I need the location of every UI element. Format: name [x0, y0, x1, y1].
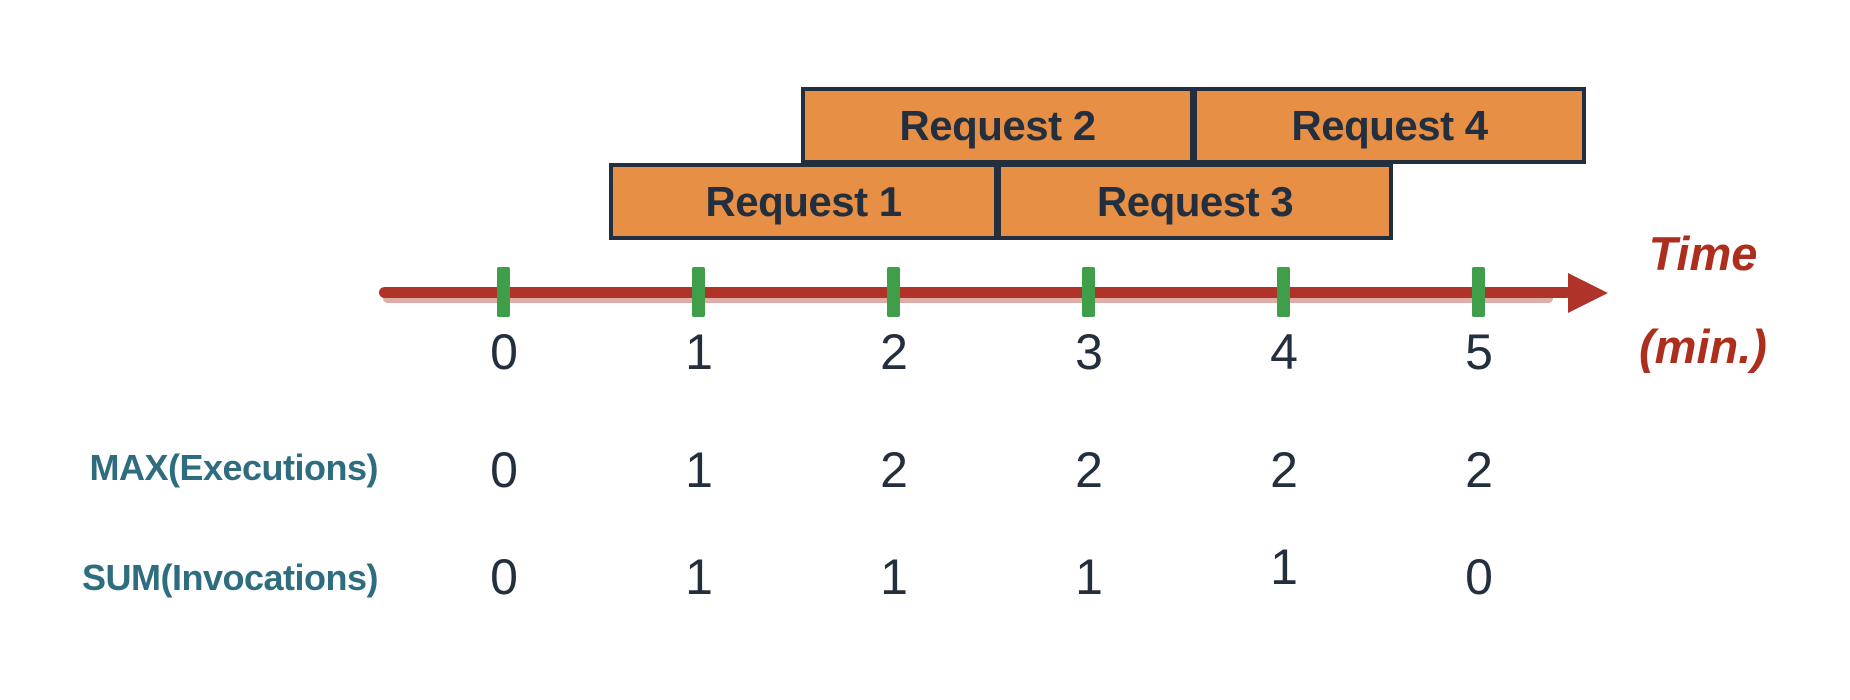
tick-mark-2 [887, 267, 900, 317]
sum-invocations-value-4: 1 [1270, 539, 1298, 595]
tick-label-0: 0 [490, 324, 518, 380]
max-executions-value-1: 1 [685, 442, 713, 498]
time-axis-underlay [383, 294, 1553, 303]
sum-invocations-value-5: 0 [1465, 549, 1493, 605]
request-2-bar: Request 2 [801, 87, 1194, 164]
tick-label-4: 4 [1270, 324, 1298, 380]
max-executions-value-5: 2 [1465, 442, 1493, 498]
request-4-label: Request 4 [1291, 101, 1488, 149]
tick-mark-3 [1082, 267, 1095, 317]
request-3-bar: Request 3 [997, 163, 1393, 240]
max-executions-value-2: 2 [880, 442, 908, 498]
time-axis-title: Time [1648, 227, 1758, 280]
max-executions-value-4: 2 [1270, 442, 1298, 498]
time-axis-unit: (min.) [1639, 320, 1767, 373]
request-4-bar: Request 4 [1193, 87, 1586, 164]
request-2-label: Request 2 [899, 101, 1096, 149]
max-executions-value-0: 0 [490, 442, 518, 498]
time-axis-line [379, 287, 1572, 298]
tick-label-3: 3 [1075, 324, 1103, 380]
tick-label-1: 1 [685, 324, 713, 380]
max-executions-value-3: 2 [1075, 442, 1103, 498]
sum-invocations-value-3: 1 [1075, 549, 1103, 605]
tick-mark-1 [692, 267, 705, 317]
time-axis-arrowhead-icon [1568, 273, 1608, 313]
request-1-bar: Request 1 [609, 163, 998, 240]
sum-invocations-value-0: 0 [490, 549, 518, 605]
sum-invocations-value-2: 1 [880, 549, 908, 605]
tick-mark-5 [1472, 267, 1485, 317]
request-1-label: Request 1 [705, 177, 902, 225]
tick-label-2: 2 [880, 324, 908, 380]
request-3-label: Request 3 [1096, 177, 1294, 225]
tick-mark-0 [497, 267, 510, 317]
sum-invocations-value-1: 1 [685, 549, 713, 605]
tick-label-5: 5 [1465, 324, 1493, 380]
max-executions-label: MAX(Executions) [89, 447, 378, 488]
sum-invocations-label: SUM(Invocations) [81, 557, 379, 598]
tick-mark-4 [1277, 267, 1290, 317]
